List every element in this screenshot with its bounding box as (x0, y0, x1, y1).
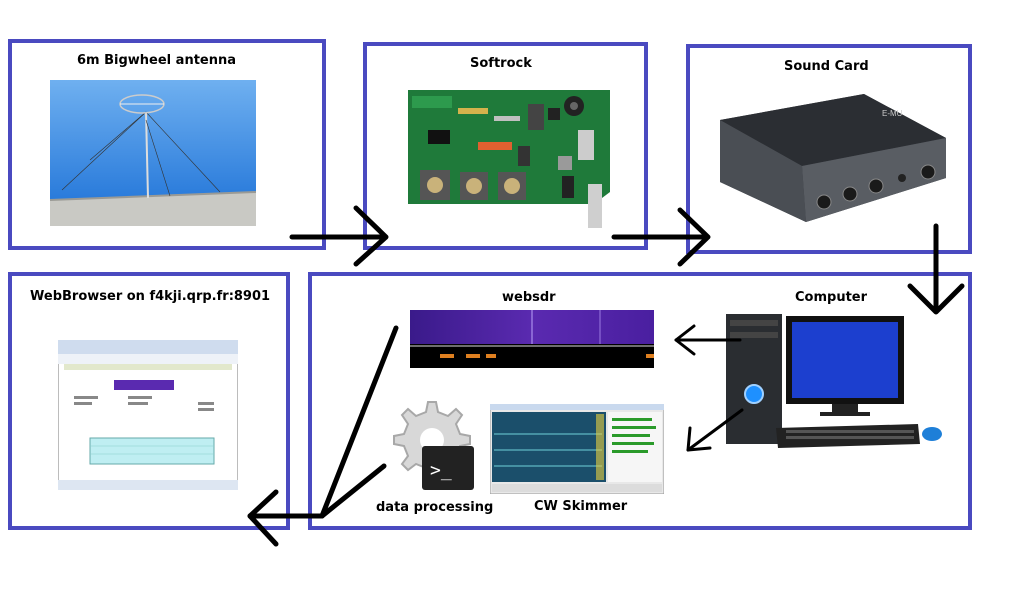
antenna-title: 6m Bigwheel antenna (77, 53, 237, 68)
cw-skimmer-window (490, 404, 664, 494)
gear-terminal-icon: >_ (378, 396, 478, 494)
antenna-photo (50, 80, 256, 226)
waterfall-spectrum-image (410, 310, 654, 368)
brand-label: E-MU (882, 109, 903, 118)
softrock-title: Softrock (470, 56, 532, 71)
svg-text:>_: >_ (430, 460, 452, 481)
skimmer-title: CW Skimmer (534, 499, 628, 514)
audio-interface-photo: E-MU (714, 86, 950, 228)
browser-screenshot (58, 340, 238, 490)
processing-title: data processing (376, 500, 494, 515)
circuit-board-photo (398, 82, 620, 232)
browser-title: WebBrowser on f4kji.qrp.fr:8901 (30, 289, 271, 304)
websdr-title: websdr (502, 290, 556, 305)
computer-title: Computer (795, 290, 868, 305)
soundcard-title: Sound Card (784, 59, 869, 74)
desktop-computer-icon (720, 306, 950, 456)
